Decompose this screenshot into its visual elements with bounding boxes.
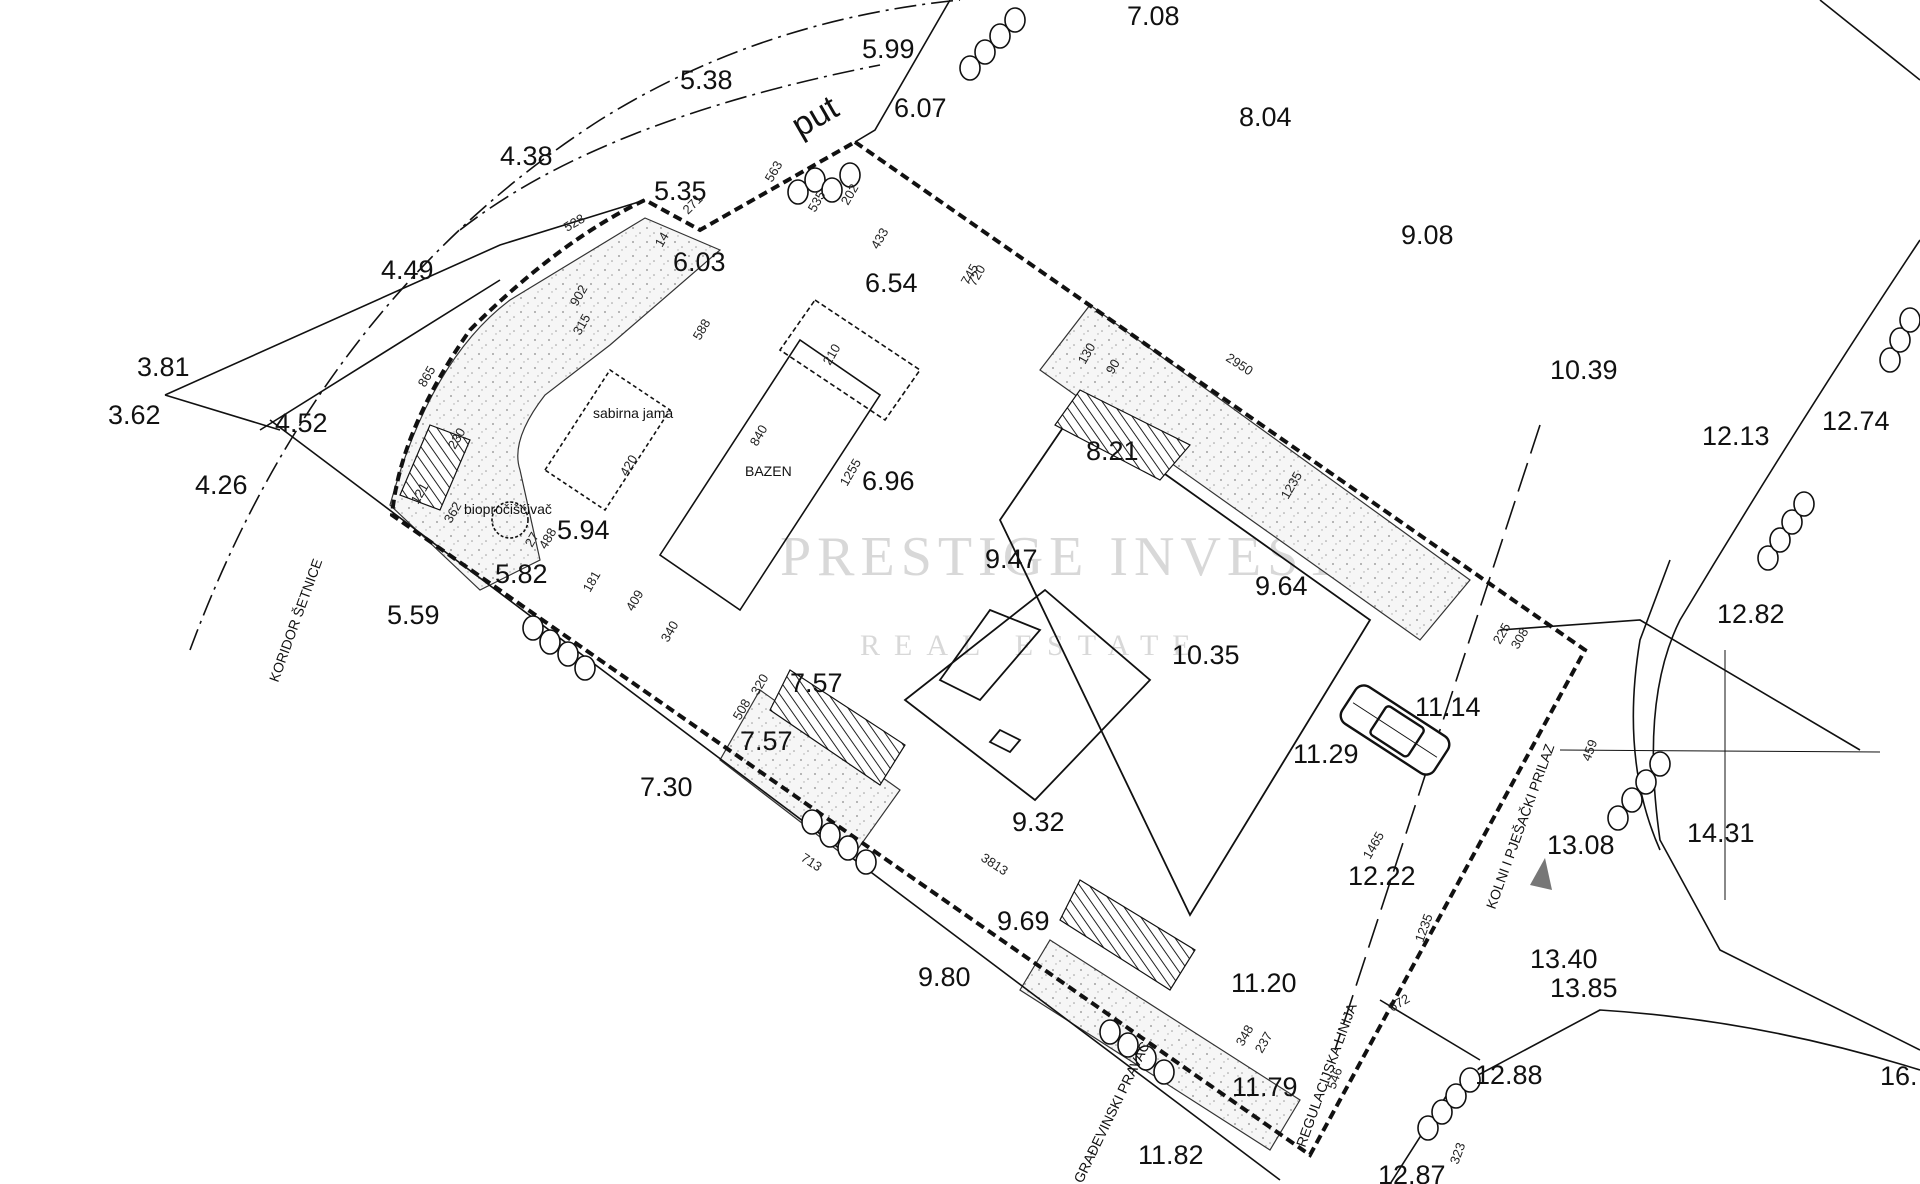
terrain-lines — [164, 0, 1920, 1184]
dimension: 3813 — [978, 850, 1010, 878]
watermark-line2: REAL ESTATE — [860, 629, 1205, 662]
pool-area — [491, 298, 922, 612]
car-icon — [1339, 684, 1451, 776]
elevation: 11.14 — [1415, 692, 1481, 722]
elevation: 13.08 — [1547, 830, 1615, 860]
dimension: 237 — [1252, 1029, 1276, 1055]
dimension: 90 — [1103, 356, 1123, 376]
dimension: 409 — [623, 587, 647, 613]
elevation: 9.64 — [1255, 571, 1308, 601]
dimension: 563 — [762, 158, 786, 184]
elevation: 11.29 — [1293, 739, 1359, 769]
elevation-labels: 7.08 5.99 5.38 6.07 8.04 4.38 5.35 9.08 … — [108, 1, 1918, 1184]
dimension: 1465 — [1360, 829, 1387, 862]
elevation: 12.87 — [1378, 1160, 1446, 1184]
elevation: 13.85 — [1550, 973, 1618, 1003]
dimension: 27 — [522, 529, 542, 549]
staircases — [399, 389, 1196, 991]
plot-boundary — [389, 139, 1588, 1158]
elevation: 9.08 — [1401, 220, 1454, 250]
dimension-labels: 528 563 202 271 535 433 14 902 315 588 2… — [408, 158, 1601, 1166]
elevation: 5.82 — [495, 559, 548, 589]
dimension: 14 — [652, 229, 672, 249]
road-label: put — [785, 88, 845, 145]
elevation: 10.35 — [1172, 640, 1240, 670]
elevation: 7.57 — [790, 668, 843, 698]
elevation: 9.47 — [985, 544, 1038, 574]
elevation: 7.08 — [1127, 1, 1180, 31]
triangle-marker-icon — [1530, 858, 1552, 890]
dimension: 672 — [1386, 991, 1412, 1015]
elevation: 8.21 — [1086, 436, 1139, 466]
elevation: 11.79 — [1232, 1072, 1298, 1102]
elevation: 5.59 — [387, 600, 440, 630]
elevation: 4.38 — [500, 141, 553, 171]
elevation: 4.49 — [381, 255, 434, 285]
dimension: 1255 — [837, 456, 864, 489]
dimension: 420 — [617, 452, 641, 478]
elevation: 14.31 — [1687, 818, 1755, 848]
elevation: 5.38 — [680, 65, 733, 95]
dimension: 528 — [561, 211, 587, 235]
elevation: 6.07 — [894, 93, 947, 123]
elevation: 4.52 — [275, 408, 328, 438]
paved-areas — [389, 217, 1471, 1151]
elevation: 9.32 — [1012, 807, 1065, 837]
elevation: 5.94 — [557, 515, 610, 545]
dimension: 433 — [868, 225, 892, 251]
dimension: 488 — [536, 525, 560, 551]
corridor-label: KORIDOR ŠETNICE — [266, 556, 325, 684]
elevation: 9.69 — [997, 906, 1050, 936]
elevation: 3.81 — [137, 352, 190, 382]
elevation: 7.57 — [740, 726, 793, 756]
elevation: 3.62 — [108, 400, 161, 430]
dimension: 713 — [798, 850, 824, 874]
elevation: 11.20 — [1231, 968, 1297, 998]
dimension: 181 — [580, 568, 604, 594]
dimension: 588 — [690, 316, 714, 342]
pool-label: BAZEN — [745, 463, 792, 479]
dimension: 2950 — [1223, 350, 1255, 378]
dimension: 546 — [1324, 1066, 1346, 1092]
elevation: 12.22 — [1348, 861, 1416, 891]
tank-label: sabirna jama — [593, 405, 673, 421]
elevation: 13.40 — [1530, 944, 1598, 974]
elevation: 6.54 — [865, 268, 918, 298]
elevation: 10.39 — [1550, 355, 1618, 385]
elevation: 11.82 — [1138, 1140, 1204, 1170]
elevation: 8.04 — [1239, 102, 1292, 132]
house-footprint — [903, 408, 1372, 917]
dimension: 323 — [1447, 1141, 1469, 1167]
dimension: 459 — [1579, 738, 1601, 764]
elevation: 4.26 — [195, 470, 248, 500]
elevation: 6.96 — [862, 466, 915, 496]
watermark-line1: PRESTIGE INVEST — [780, 526, 1344, 588]
shrubs — [522, 7, 1920, 1141]
elevation: 12.74 — [1822, 406, 1890, 436]
elevation: 6.03 — [673, 247, 726, 277]
dimension: 340 — [658, 618, 682, 644]
dimension: 840 — [747, 422, 771, 448]
elevation: 16. — [1880, 1061, 1918, 1091]
dimension: 320 — [748, 671, 772, 697]
elevation: 5.35 — [654, 176, 707, 206]
dimension: 210 — [820, 341, 844, 367]
elevation: 7.30 — [640, 772, 693, 802]
elevation: 12.82 — [1717, 599, 1785, 629]
elevation: 12.88 — [1475, 1060, 1543, 1090]
elevation: 5.99 — [862, 34, 915, 64]
elevation: 9.80 — [918, 962, 971, 992]
elevation: 12.13 — [1702, 421, 1770, 451]
biofilter-label: biopročišćivač — [464, 501, 552, 517]
watermark: PRESTIGE INVEST REAL ESTATE — [780, 526, 1344, 662]
